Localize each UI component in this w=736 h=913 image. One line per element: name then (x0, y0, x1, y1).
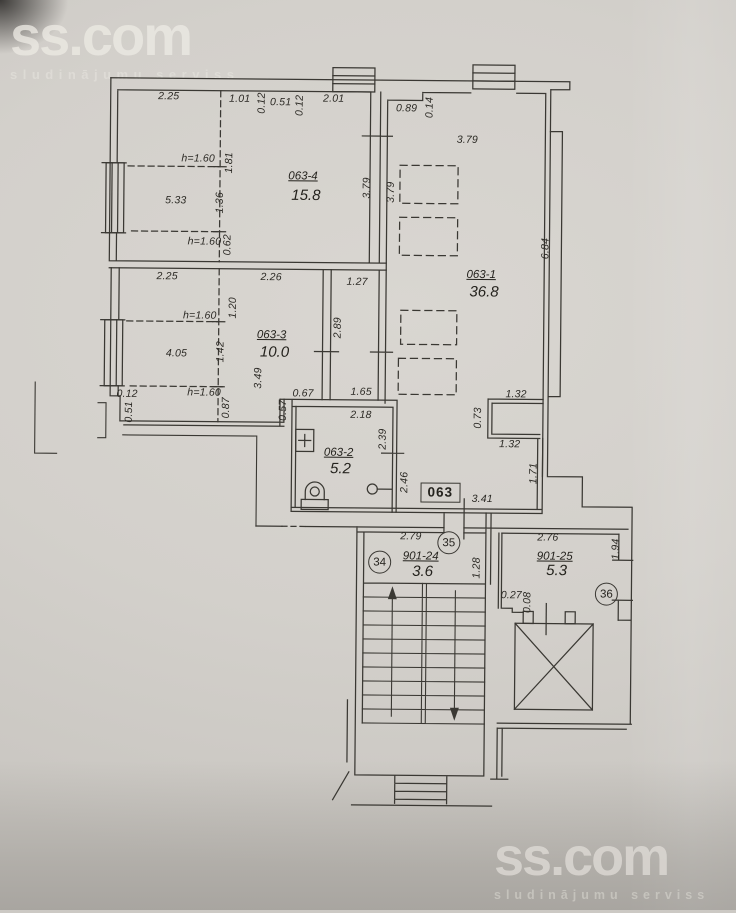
room-area-label: 5.2 (329, 460, 351, 478)
room-number-label: 063-2 (323, 446, 354, 459)
room-number-label: 063-3 (256, 329, 287, 342)
room-area-label: 5.3 (546, 562, 568, 580)
dimension-label: 3.79 (360, 177, 374, 199)
dimension-label: 2.89 (331, 317, 344, 339)
stairs-up-arrow (390, 595, 393, 717)
stairs-down-arrow (453, 590, 456, 712)
dimension-label: 0.51 (122, 401, 136, 423)
dimension-label: 1.94 (609, 538, 622, 560)
dimension-label: 1.27 (346, 275, 368, 288)
chimney-icon (332, 64, 516, 93)
attic-height-dashed-lines (127, 90, 222, 263)
dimension-label: 4.05 (165, 347, 188, 360)
dimension-label: 0.12 (255, 92, 268, 114)
dimension-label: h=1.60 (181, 152, 216, 165)
dimension-label: 2.26 (260, 271, 282, 284)
dimension-label: 2.18 (350, 408, 372, 422)
dimension-label: 1.42 (214, 341, 227, 363)
dimension-label: 1.01 (229, 92, 251, 105)
right-light-band (626, 0, 736, 910)
dimension-label: 1.32 (499, 438, 521, 451)
dimension-label: 0.27 (500, 589, 523, 602)
elevator-shaft (513, 602, 595, 711)
room-area-label: 3.6 (412, 562, 434, 581)
dimension-label: 0.62 (221, 234, 234, 256)
dimension-label: 3.79 (384, 181, 397, 203)
dimension-label: 0.12 (116, 387, 138, 400)
unit-number-box: 063 (420, 482, 461, 503)
dimension-label: 2.01 (323, 92, 345, 105)
dimension-label: 1.81 (223, 152, 236, 174)
dimension-label: 2.25 (158, 90, 180, 103)
dimension-label: 1.32 (505, 388, 527, 401)
attic-height-dashed-lines (126, 268, 223, 423)
room-number-label: 901-25 (536, 550, 573, 563)
dimension-label: 0.08 (521, 591, 534, 614)
room-area-label: 10.0 (259, 343, 290, 361)
corner-shadow (0, 0, 150, 110)
dimension-label: 0.89 (395, 102, 418, 115)
dimension-label: 1.28 (470, 557, 483, 579)
attic-dash-ticks (212, 166, 227, 233)
room-area-label: 36.8 (469, 283, 499, 301)
boundary-fragments (34, 381, 258, 527)
dimension-label: 3.49 (252, 367, 265, 389)
dimension-label: 0.51 (270, 96, 292, 109)
dimension-label: 0.67 (292, 387, 314, 400)
dimension-label: h=1.60 (187, 235, 222, 248)
dimension-label: 2.46 (398, 471, 411, 493)
window-icon (99, 319, 126, 387)
dimension-label: 3.41 (471, 492, 493, 506)
dimension-label: h=1.60 (182, 309, 217, 322)
window-icon (100, 162, 127, 234)
room-063-3-walls (109, 267, 340, 427)
dimension-label: 2.76 (537, 531, 559, 544)
dimension-label: 0.57 (276, 399, 290, 421)
dimension-label: 2.79 (400, 530, 422, 543)
room-area-label: 15.8 (291, 186, 321, 205)
position-marker-circle: 34 (368, 550, 392, 574)
dimension-label: 0.87 (219, 397, 233, 419)
dimension-label: 6.84 (539, 237, 552, 260)
dimension-label: 1.20 (226, 297, 239, 319)
skylight-dashed-squares (397, 164, 459, 396)
room-number-label: 901-24 (402, 550, 439, 563)
dimension-label: 0.14 (423, 96, 436, 119)
toilet-icon (300, 481, 329, 511)
dimension-label: 1.71 (527, 462, 540, 485)
dimension-label: h=1.60 (187, 386, 221, 399)
dimension-label: 1.36 (213, 192, 226, 214)
bathroom-063-2-walls (279, 398, 405, 513)
dimension-label: 5.33 (165, 194, 187, 207)
door-knob-icon (366, 483, 378, 495)
dimension-label: 2.25 (156, 270, 178, 283)
attic-dash-ticks (211, 321, 226, 388)
position-marker-circle: 35 (437, 531, 461, 555)
dimension-label: 1.65 (350, 385, 372, 399)
dimension-label: 3.79 (456, 133, 479, 146)
dimension-label: 0.12 (293, 94, 306, 117)
room-901-25-walls (497, 532, 634, 621)
hall-063-walls (290, 398, 544, 540)
stairwell-walls (255, 512, 629, 807)
dimension-label: 2.39 (376, 428, 389, 450)
building-outline (110, 77, 633, 780)
room-number-label: 063-4 (288, 170, 318, 183)
room-063-4-walls (108, 77, 394, 271)
room-063-1-walls (369, 91, 564, 478)
position-marker-circle: 36 (594, 582, 618, 606)
room-number-label: 063-1 (466, 268, 496, 282)
dimension-label: 0.73 (471, 407, 485, 429)
sink-icon (295, 428, 315, 453)
bottom-shadow (0, 760, 736, 910)
stairs (361, 582, 486, 725)
